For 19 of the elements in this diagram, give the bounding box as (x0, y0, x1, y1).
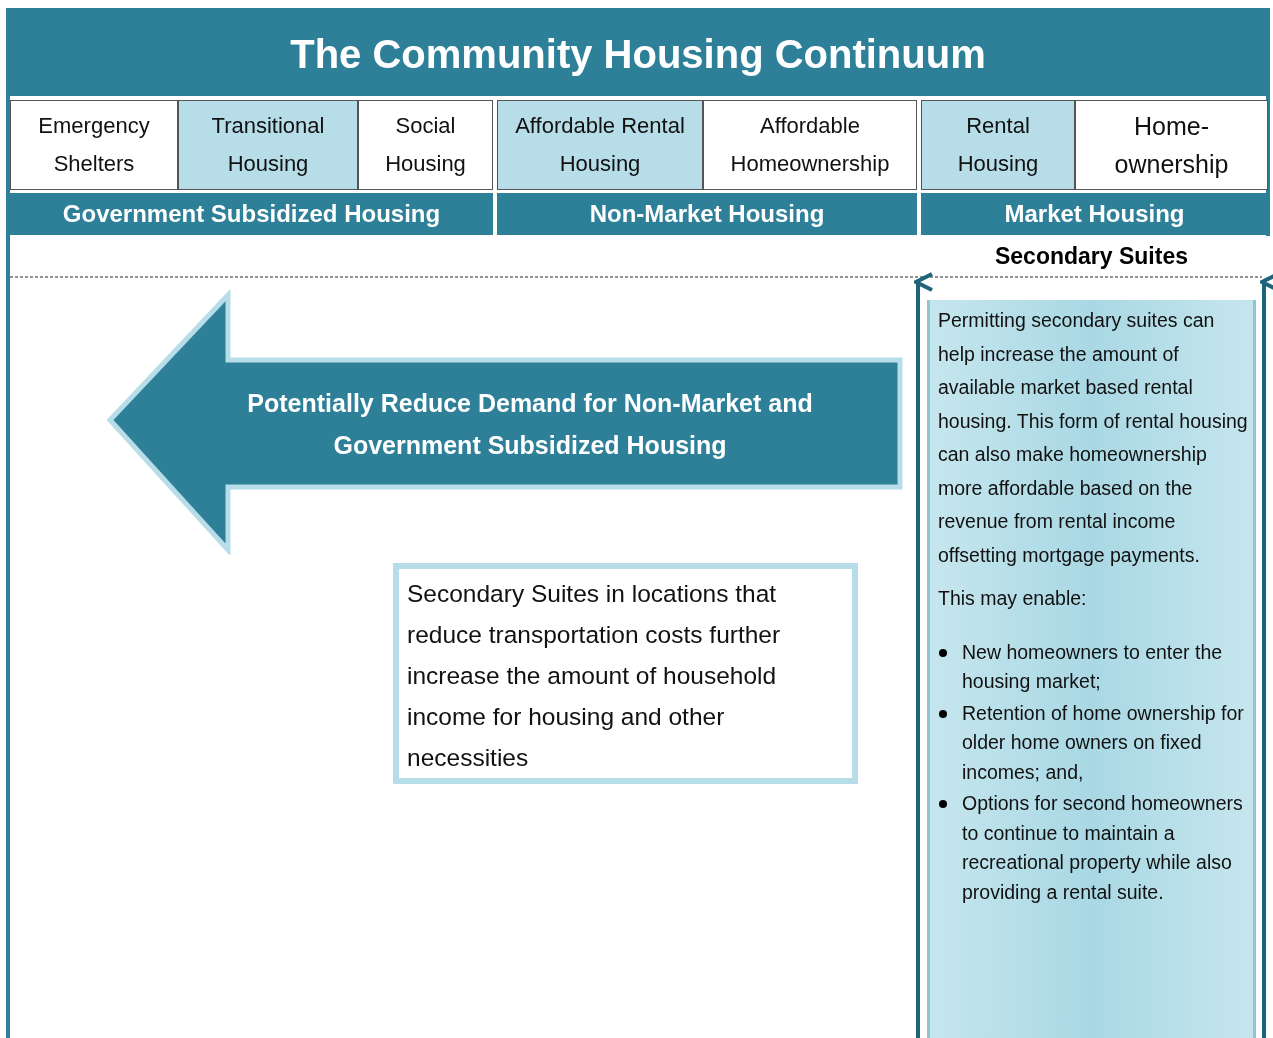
bullet-item: New homeowners to enter the housing market; (930, 637, 1253, 697)
title-banner: The Community Housing Continuum (10, 12, 1266, 96)
paragraph: This may enable: (937, 586, 1088, 611)
category-bar: Government Subsidized Housing (10, 193, 493, 235)
category-bar: Non-Market Housing (497, 193, 917, 235)
table-cell: Transitional Housing (178, 100, 358, 190)
table-cell: Social Housing (358, 100, 493, 190)
category-bar: Market Housing (921, 193, 1268, 235)
table-cell: Affordable Rental Housing (497, 100, 703, 190)
table-cell: Home-ownership (1075, 100, 1268, 190)
bullet-item: Retention of home ownership for older home owners on fixed incomes; and, (930, 698, 1253, 787)
table-cell: Affordable Homeownership (703, 100, 917, 190)
arrow-label: Potentially Reduce Demand for Non-Market and Government Subsidized Housing (246, 387, 814, 461)
table-cell: Emergency Shelters (10, 100, 178, 190)
paragraph: Permitting secondary suites can help increase the amount of available market based rental housing. This form of rental housing can also make homeownership more affordable based on the revenue from rental income offsetting mortgage payments. (937, 308, 1249, 568)
bullet-item: Options for second homeowners to continue to maintain a recreational property while also providing a rental suite. (930, 789, 1253, 907)
text-box: Secondary Suites in locations that reduce transportation costs further increase the amount of household income for housing and other necessities (393, 563, 858, 784)
panel-heading: Secondary Suites (994, 241, 1189, 271)
table-cell: Rental Housing (921, 100, 1075, 190)
